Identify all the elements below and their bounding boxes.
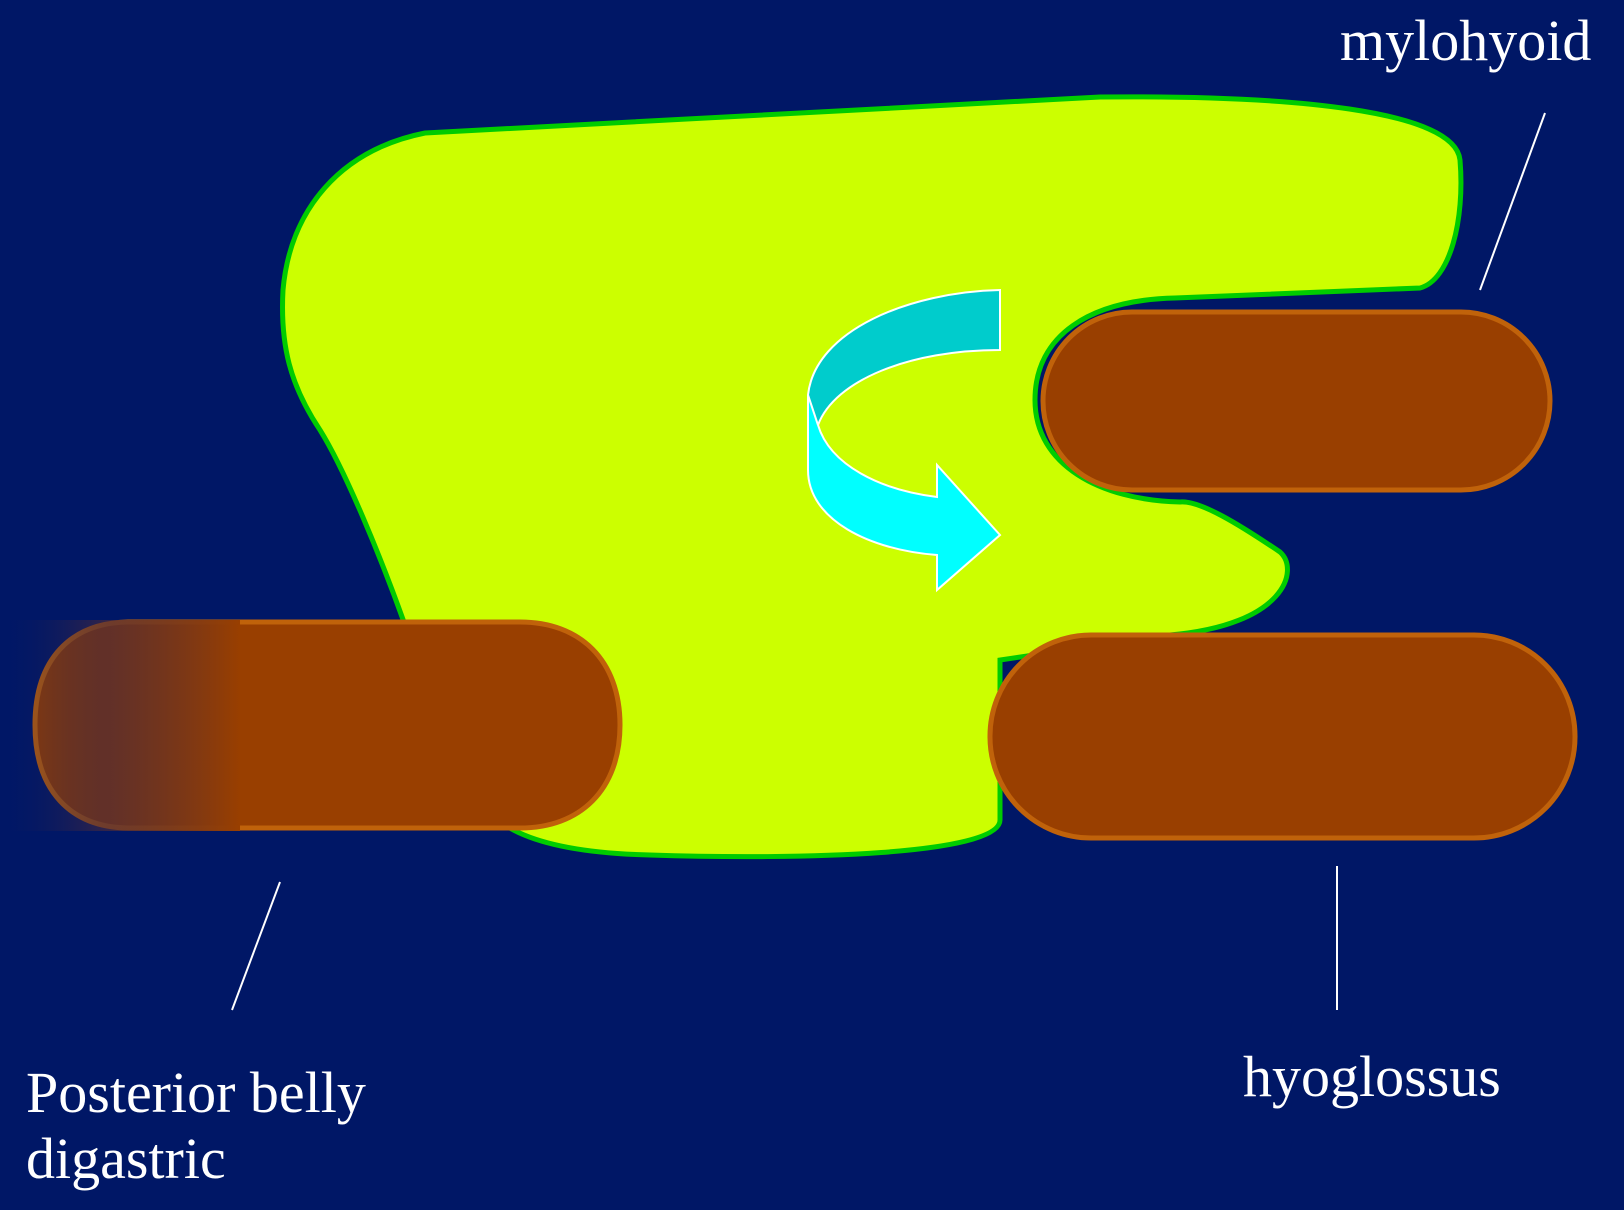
mylohyoid-label: mylohyoid (1340, 8, 1591, 74)
mylohyoid-muscle (1043, 312, 1550, 490)
hyoglossus-label: hyoglossus (1243, 1044, 1501, 1110)
posterior-belly-label-line1: Posterior belly (26, 1060, 366, 1126)
hyoglossus-muscle (990, 635, 1575, 838)
posterior-belly-label-line2: digastric (26, 1126, 366, 1192)
digastric-pointer-line (232, 882, 280, 1010)
posterior-belly-digastric-label: Posterior belly digastric (26, 1060, 366, 1192)
digastric-fade (0, 620, 240, 831)
mylohyoid-pointer-line (1480, 113, 1545, 290)
